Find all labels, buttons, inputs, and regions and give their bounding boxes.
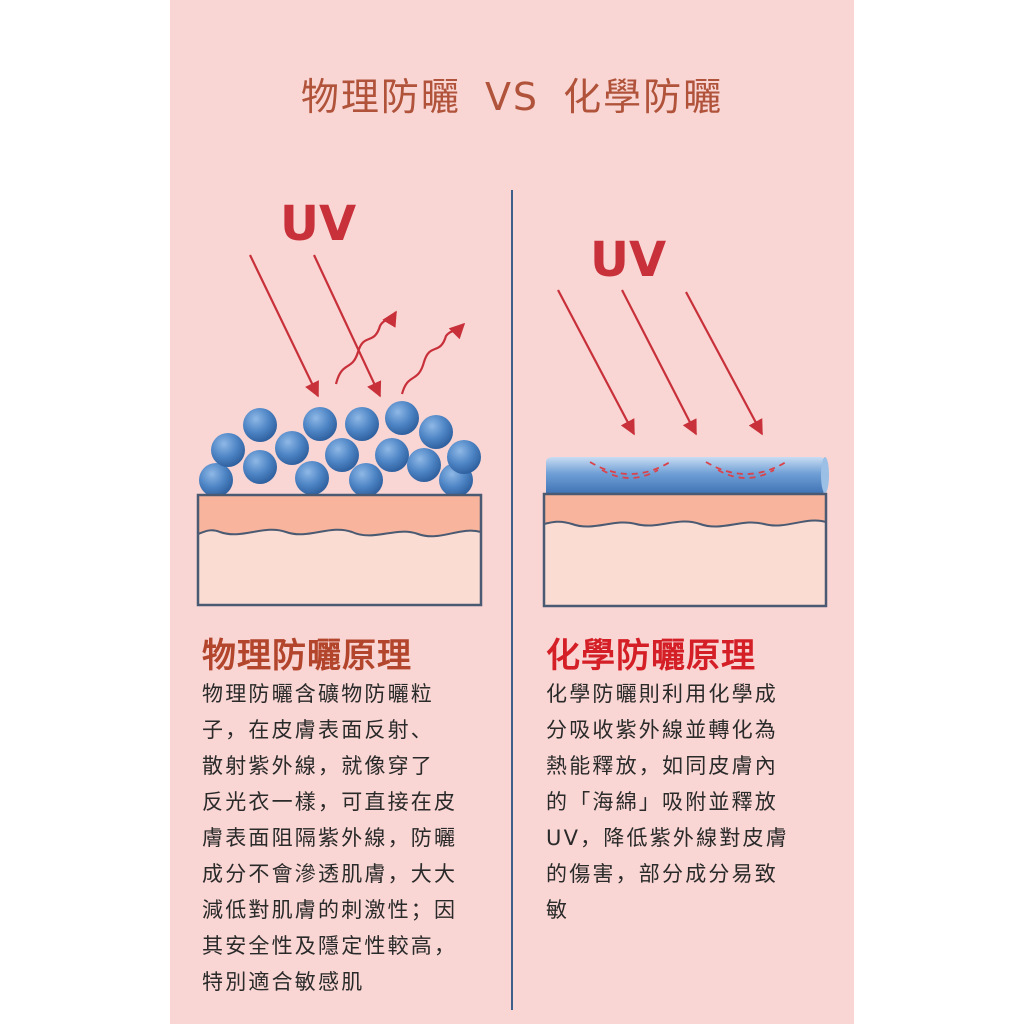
sunscreen-diagram: UV — [196, 196, 829, 608]
title-vs: VS — [484, 75, 540, 119]
chemical-line: 化學防曬則利用化學成 — [546, 682, 778, 706]
chemical-diagram: UV — [542, 232, 829, 608]
infographic-card: 物理防曬 VS 化學防曬 UV — [170, 0, 854, 1024]
chemical-line: 的「海綿」吸附並釋放 — [546, 790, 778, 814]
uv-arrow-incoming-1 — [249, 254, 319, 398]
chemical-line: UV，降低紫外線對皮膚 — [546, 826, 789, 850]
uv-arrow-chemical-1 — [557, 289, 635, 436]
physical-line: 膚表面阻隔紫外線，防曬 — [202, 826, 458, 850]
chemical-line: 的傷害，部分成分易致 — [546, 862, 778, 886]
page-title: 物理防曬 VS 化學防曬 — [170, 66, 854, 121]
physical-line: 物理防曬含礦物防曬粒 — [202, 682, 434, 706]
absorbing-film — [546, 457, 829, 494]
physical-line: 成分不會滲透肌膚，大大 — [202, 862, 458, 886]
physical-line: 子，在皮膚表面反射、 — [202, 718, 434, 742]
physical-description: 物理防曬含礦物防曬粒 子，在皮膚表面反射、 散射紫外線，就像穿了 反光衣一樣，可… — [202, 676, 457, 1000]
center-divider — [511, 190, 513, 1010]
physical-line: 其安全性及隱定性較高， — [202, 934, 458, 958]
chemical-heading: 化學防曬原理 — [546, 636, 756, 676]
physical-uv-label: UV — [280, 196, 356, 252]
chemical-description: 化學防曬則利用化學成 分吸收紫外線並轉化為 熱能釋放，如同皮膚內 的「海綿」吸附… — [546, 676, 789, 928]
heat-release-arcs — [589, 461, 787, 479]
physical-skin-block — [196, 493, 483, 607]
mineral-particles — [199, 401, 481, 497]
uv-arrow-chemical-3 — [685, 291, 763, 436]
physical-heading: 物理防曬原理 — [202, 636, 412, 676]
chemical-line: 分吸收紫外線並轉化為 — [546, 718, 778, 742]
physical-line: 特別適合敏感肌 — [202, 970, 365, 994]
physical-line: 反光衣一樣，可直接在皮 — [202, 790, 458, 814]
chemical-line: 敏 — [546, 898, 570, 922]
uv-wave-reflected-2 — [400, 322, 466, 395]
physical-diagram: UV — [196, 196, 483, 607]
physical-line: 減低對肌膚的刺激性；因 — [202, 898, 458, 922]
physical-line: 散射紫外線，就像穿了 — [202, 754, 434, 778]
title-physical: 物理防曬 — [300, 75, 461, 119]
chemical-line: 熱能釋放，如同皮膚內 — [546, 754, 778, 778]
chemical-skin-block — [542, 492, 828, 608]
title-chemical: 化學防曬 — [563, 75, 724, 119]
chemical-uv-label: UV — [590, 232, 666, 288]
uv-wave-reflected-1 — [334, 310, 397, 385]
uv-arrow-chemical-2 — [621, 289, 697, 436]
uv-arrow-incoming-2 — [313, 254, 382, 398]
